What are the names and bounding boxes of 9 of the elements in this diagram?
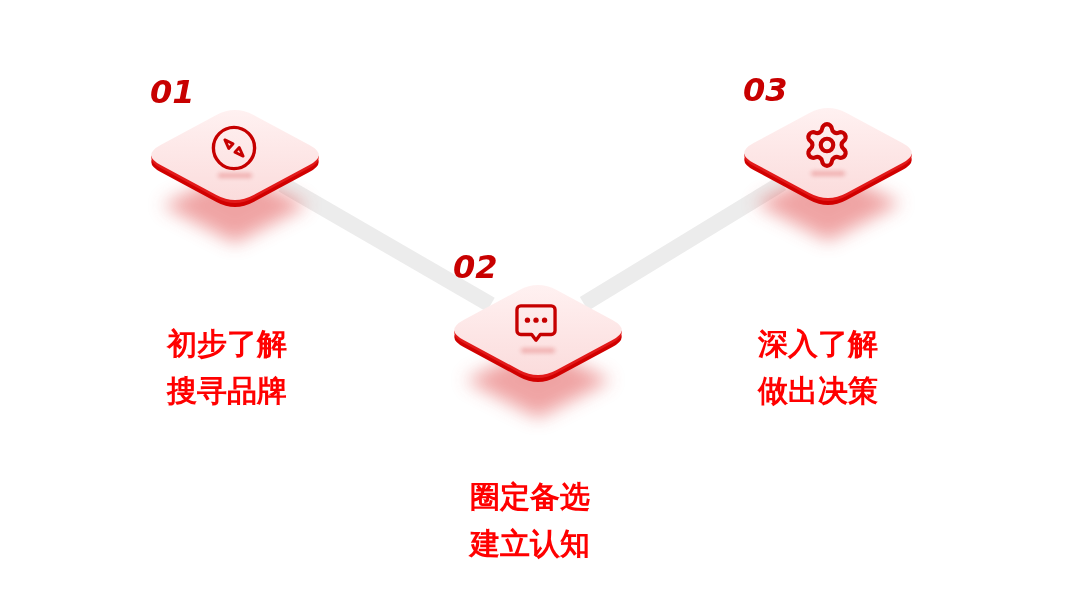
step-caption: 做出决策: [758, 373, 878, 409]
step-caption: 圈定备选: [470, 479, 590, 515]
step-caption: 搜寻品牌: [167, 373, 287, 409]
step-number: 02: [453, 251, 498, 283]
step-number: 01: [150, 76, 195, 108]
step-caption: 建立认知: [470, 526, 590, 562]
step-caption: 初步了解: [167, 326, 287, 362]
step-number: 03: [743, 74, 788, 106]
step-caption: 深入了解: [758, 326, 878, 362]
